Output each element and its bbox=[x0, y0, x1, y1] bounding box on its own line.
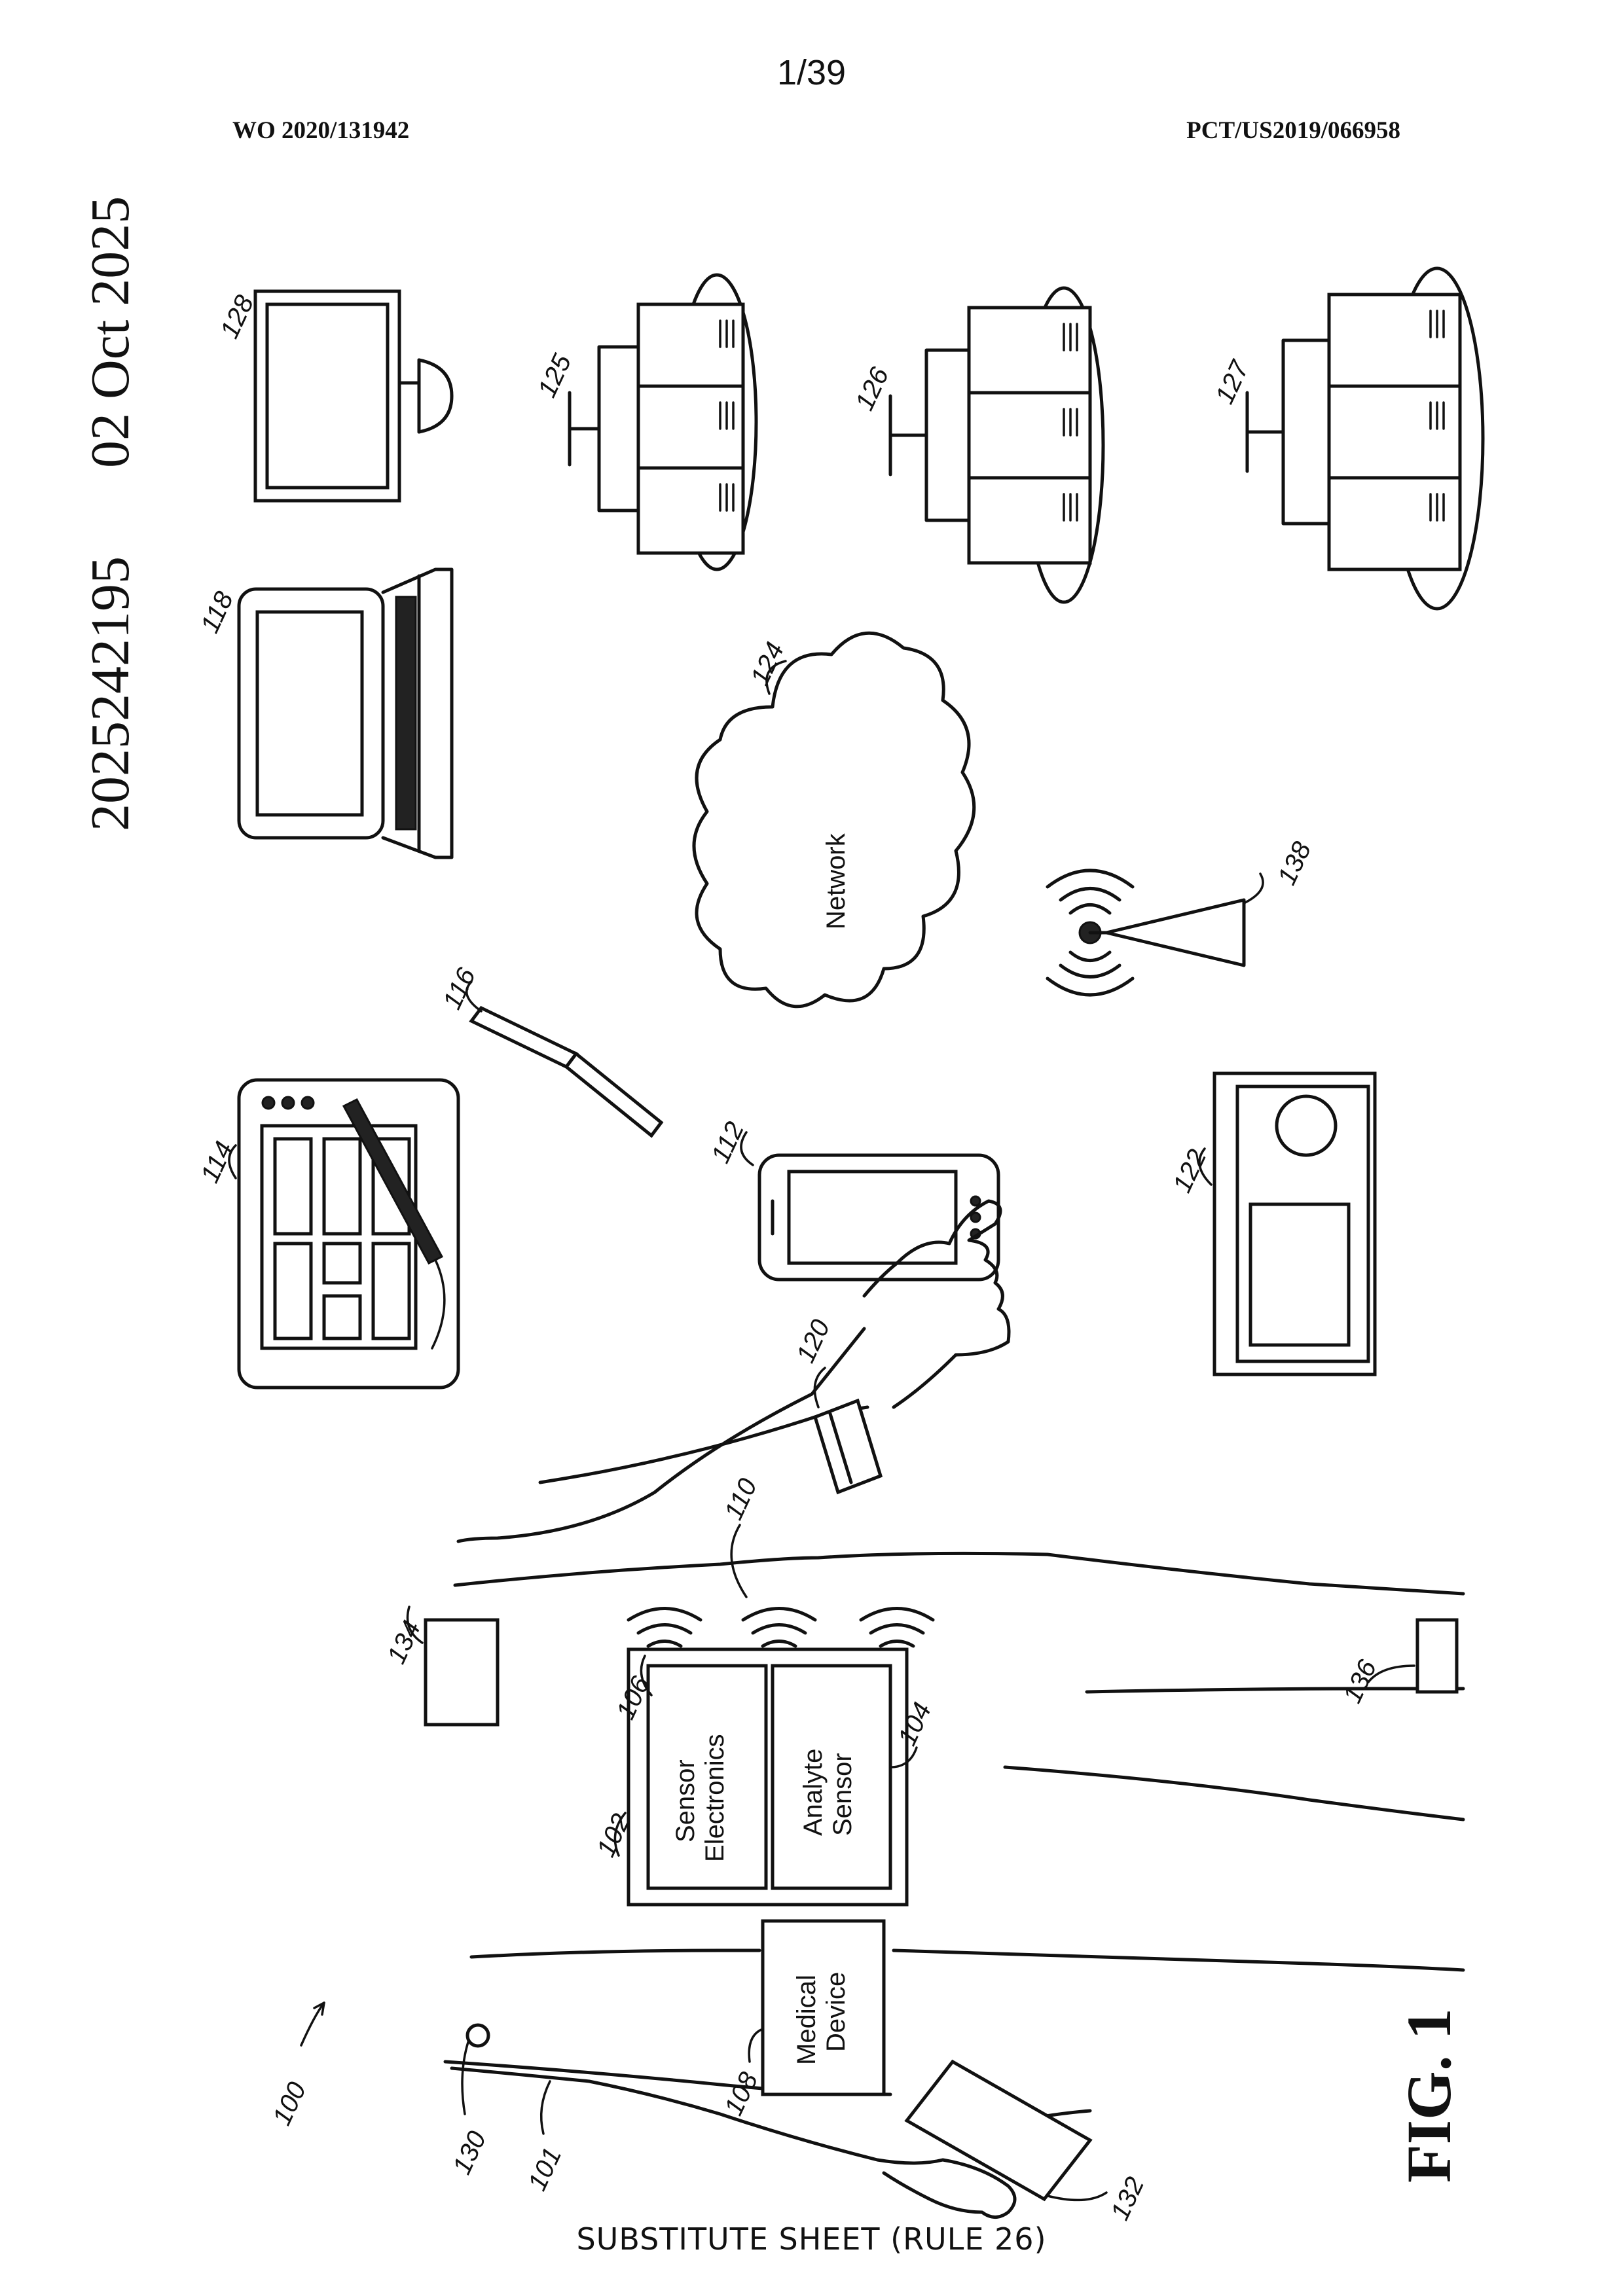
ref-122: 122 bbox=[1167, 1145, 1212, 1197]
sensor-system: Sensor Electronics Analyte Sensor 106 10… bbox=[591, 1649, 937, 1905]
ref-101: 101 bbox=[522, 2144, 567, 2195]
ref-132: 132 bbox=[1105, 2173, 1150, 2225]
ref-114: 114 bbox=[195, 1137, 239, 1187]
handheld-device-132: 132 bbox=[907, 2062, 1150, 2225]
host-ref: 101 bbox=[522, 2081, 567, 2195]
analyte-sensor-label-1: Analyte bbox=[799, 1749, 828, 1836]
tablet-device: 114 bbox=[195, 1080, 458, 1388]
ref-110: 110 bbox=[719, 1474, 763, 1524]
network-label: Network bbox=[822, 833, 850, 929]
medical-device-label-1: Medical bbox=[792, 1975, 821, 2065]
ref-124: 124 bbox=[745, 638, 790, 690]
stylus-pen: 116 bbox=[437, 963, 661, 1136]
ref-120: 120 bbox=[791, 1316, 835, 1367]
analyte-sensor-label-2: Sensor bbox=[828, 1753, 857, 1836]
ref-130: 130 bbox=[447, 2127, 492, 2179]
sensor-136: 136 bbox=[1338, 1620, 1457, 1708]
medical-device-label-2: Device bbox=[822, 1972, 850, 2052]
server-cluster-127: 127 bbox=[1210, 268, 1483, 609]
sensor-130: 130 bbox=[447, 2025, 492, 2179]
ref-128: 128 bbox=[215, 291, 259, 343]
ref-126: 126 bbox=[850, 363, 894, 415]
server-cluster-126: 126 bbox=[850, 288, 1103, 602]
laptop-device: 118 bbox=[195, 569, 452, 857]
ref-136: 136 bbox=[1338, 1655, 1382, 1708]
network-cloud: Network 124 bbox=[694, 633, 974, 1007]
antenna-tower: 138 bbox=[1048, 837, 1317, 995]
ref-112: 112 bbox=[706, 1117, 750, 1167]
sensor-electronics-label-2: Electronics bbox=[701, 1734, 729, 1862]
sensor-134: 134 bbox=[382, 1607, 498, 1725]
ref-118: 118 bbox=[195, 587, 239, 637]
receiver-device: 122 bbox=[1167, 1073, 1375, 1374]
ref-100: 100 bbox=[267, 2078, 312, 2130]
figure-label: FIG. 1 bbox=[1394, 2008, 1464, 2183]
monitor-device: 128 bbox=[215, 291, 452, 501]
server-cluster-125: 125 bbox=[532, 275, 756, 569]
ref-138: 138 bbox=[1272, 837, 1317, 889]
ref-108: 108 bbox=[719, 2068, 763, 2120]
footer-text: SUBSTITUTE SHEET (RULE 26) bbox=[0, 2221, 1623, 2257]
system-ref: 100 bbox=[267, 2003, 324, 2130]
smartphone-device: 112 bbox=[706, 1117, 998, 1280]
sensor-electronics-label-1: Sensor bbox=[671, 1759, 700, 1842]
ref-134: 134 bbox=[382, 1617, 426, 1668]
